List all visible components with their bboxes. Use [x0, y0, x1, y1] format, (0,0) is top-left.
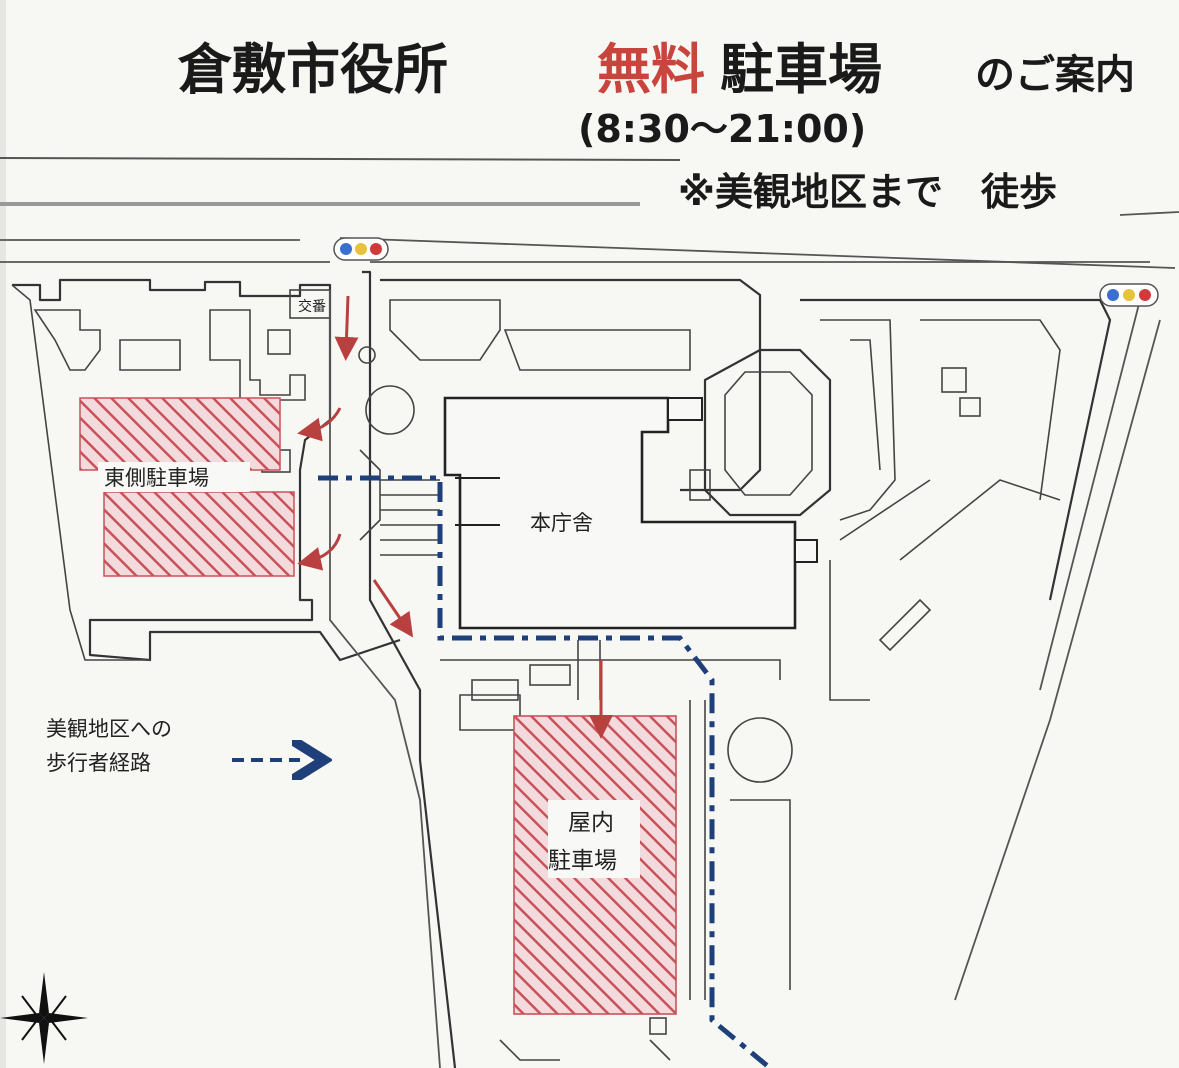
direction-arrow-icon [297, 533, 342, 571]
title-highlight: 無料 [597, 38, 705, 101]
indoor-parking-label-bg [548, 800, 640, 878]
traffic-signal-icon [333, 237, 389, 261]
direction-arrow-icon [334, 295, 359, 361]
title-suffix: のご案内 [975, 52, 1135, 98]
east-parking-label-bg [98, 462, 250, 492]
direction-arrows [297, 295, 613, 739]
police-box-label: 交番 [298, 298, 326, 315]
direction-arrow-icon [297, 407, 342, 442]
pedestrian-route [318, 475, 772, 1068]
title-main: 駐車場 [720, 38, 882, 101]
east-block [800, 298, 1112, 701]
central-block [329, 270, 762, 1068]
east-parking-lot-south [103, 491, 295, 577]
title-prefix: 倉敷市役所 [177, 38, 448, 101]
east-parking-label: 東側駐車場 [104, 466, 209, 490]
walk-note: ※美観地区まで 徒歩 [678, 170, 1057, 214]
east-parking-lot-north [79, 397, 281, 471]
hours: (8:30〜21:00) [578, 107, 866, 151]
road-lines [0, 157, 1179, 1001]
indoor-parking-label-2: 駐車場 [548, 848, 617, 874]
traffic-signal-icon [1099, 283, 1159, 307]
direction-arrow-icon [372, 579, 414, 638]
plaza [689, 348, 832, 517]
south-block [440, 640, 793, 1061]
legend-line-1: 美観地区への [46, 717, 172, 741]
main-building-label: 本庁舎 [530, 511, 593, 535]
compass-rose-icon [0, 972, 88, 1064]
indoor-parking-label-1: 屋内 [568, 810, 614, 836]
legend-line-2: 歩行者経路 [46, 751, 151, 775]
